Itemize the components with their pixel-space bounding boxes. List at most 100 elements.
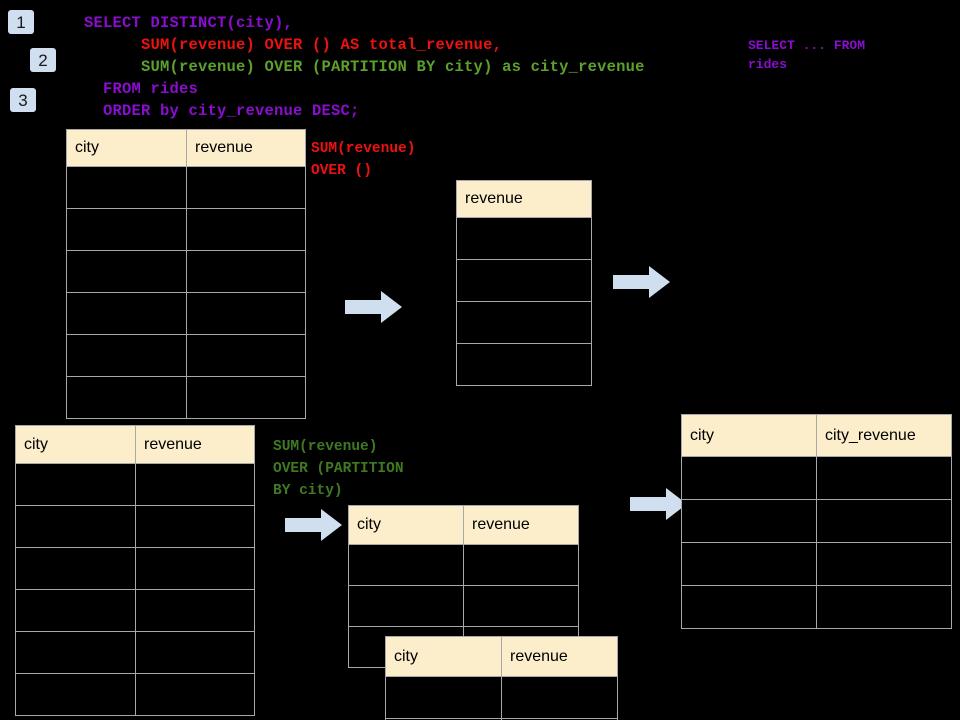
step-badge-2: 2	[30, 48, 56, 72]
table-cell-empty	[681, 456, 817, 500]
table-total-revenue: revenue	[456, 180, 592, 386]
step-badge-1: 1	[8, 10, 34, 34]
column-header-city_revenue: city_revenue	[816, 414, 952, 457]
table-row	[66, 334, 306, 377]
table-cell-empty	[348, 544, 464, 586]
step-badge-3: 3	[10, 88, 36, 112]
side-note-select-from: SELECT ... FROM rides	[748, 38, 866, 72]
table-row	[681, 456, 952, 500]
table-cell-empty	[66, 208, 187, 251]
table-row	[348, 544, 579, 586]
table-cell-empty	[816, 585, 952, 629]
table-cell-empty	[66, 250, 187, 293]
table-row	[456, 343, 592, 386]
table-header-row: revenue	[456, 180, 592, 218]
table-row	[66, 292, 306, 335]
table-row	[385, 676, 618, 719]
table-row	[15, 673, 255, 716]
table-row	[66, 250, 306, 293]
table-row	[66, 208, 306, 251]
table-cell-empty	[456, 259, 592, 302]
table-row	[15, 547, 255, 590]
sql-line-5: ORDER by city_revenue DESC;	[84, 102, 360, 120]
table-cell-empty	[456, 301, 592, 344]
table-cell-empty	[135, 505, 255, 548]
table-cell-empty	[816, 499, 952, 543]
column-header-revenue: revenue	[501, 636, 618, 677]
table-cell-empty	[135, 589, 255, 632]
column-header-city: city	[66, 129, 187, 167]
table-row	[15, 505, 255, 548]
column-header-city: city	[15, 425, 136, 464]
table-cell-empty	[15, 631, 136, 674]
table-cell-empty	[186, 376, 306, 419]
table-cell-empty	[681, 499, 817, 543]
table-row	[15, 631, 255, 674]
table-cell-empty	[66, 376, 187, 419]
anno-over-partition: SUM(revenue) OVER (PARTITION BY city)	[273, 439, 404, 499]
table-row	[66, 376, 306, 419]
table-cell-empty	[816, 542, 952, 586]
table-row	[456, 217, 592, 260]
table-cell-empty	[186, 292, 306, 335]
table-cell-empty	[463, 544, 579, 586]
sql-line-2: SUM(revenue) OVER () AS total_revenue,	[84, 36, 503, 54]
column-header-revenue: revenue	[135, 425, 255, 464]
table-cell-empty	[186, 334, 306, 377]
table-cell-empty	[135, 631, 255, 674]
sql-query-code: SELECT DISTINCT(city), SUM(revenue) OVER…	[84, 12, 645, 122]
arrow-total-to-result	[613, 265, 671, 299]
arrow-source-to-total	[345, 290, 403, 324]
table-cell-empty	[15, 589, 136, 632]
table-row	[681, 542, 952, 586]
table-cell-empty	[15, 673, 136, 716]
column-header-city: city	[681, 414, 817, 457]
anno-over-empty: SUM(revenue) OVER ()	[311, 141, 416, 179]
table-row	[385, 718, 618, 720]
sql-line-1: SELECT DISTINCT(city),	[84, 14, 294, 32]
table-cell-empty	[681, 585, 817, 629]
table-cell-empty	[463, 585, 579, 627]
column-header-revenue: revenue	[463, 505, 579, 545]
table-row	[456, 259, 592, 302]
table-cell-empty	[501, 676, 618, 719]
table-cell-empty	[681, 542, 817, 586]
column-header-city: city	[385, 636, 502, 677]
table-row	[681, 499, 952, 543]
table-cell-empty	[15, 505, 136, 548]
table-cell-empty	[186, 208, 306, 251]
table-row	[681, 585, 952, 629]
table-cell-empty	[501, 718, 618, 720]
table-cell-empty	[348, 585, 464, 627]
table-row	[456, 301, 592, 344]
sql-line-3: SUM(revenue) OVER (PARTITION BY city) as…	[84, 58, 645, 76]
table-cell-empty	[385, 676, 502, 719]
table-cell-empty	[186, 166, 306, 209]
arrow-groups-to-result	[630, 487, 688, 521]
table-cell-empty	[15, 463, 136, 506]
table-cell-empty	[456, 343, 592, 386]
table-cell-empty	[66, 166, 187, 209]
arrow-partition-source-to-groups	[285, 508, 343, 542]
table-row	[348, 585, 579, 627]
column-header-revenue: revenue	[186, 129, 306, 167]
table-cell-empty	[135, 673, 255, 716]
table-cell-empty	[456, 217, 592, 260]
table-row	[15, 463, 255, 506]
column-header-revenue: revenue	[456, 180, 592, 218]
table-row	[15, 589, 255, 632]
table-cell-empty	[15, 547, 136, 590]
table-cell-empty	[135, 463, 255, 506]
table-cell-empty	[135, 547, 255, 590]
table-cell-empty	[816, 456, 952, 500]
table-cell-empty	[66, 292, 187, 335]
